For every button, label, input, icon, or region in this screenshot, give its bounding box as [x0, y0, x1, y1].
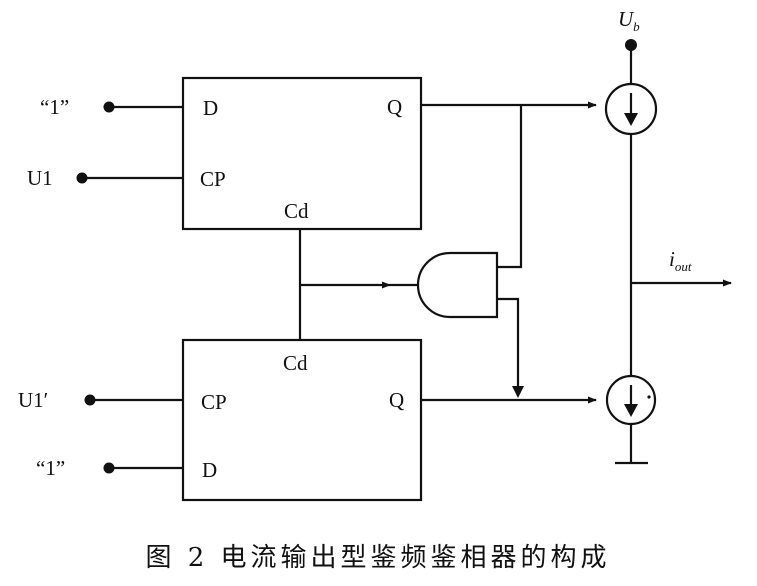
lower-source-dot	[647, 395, 651, 399]
wire-q-top-to-and	[497, 105, 523, 269]
pin-d-top: D	[203, 96, 218, 120]
label-u1: U1	[27, 166, 53, 190]
pin-d-bottom: D	[202, 458, 217, 482]
pin-cd-bottom: Cd	[283, 351, 308, 375]
top-flipflop-box	[181, 76, 423, 231]
label-supply: Ub	[618, 7, 640, 34]
label-u1-prime: U1′	[18, 388, 48, 412]
figure-caption: 图 2 电流输出型鉴频鉴相器的构成	[145, 543, 610, 573]
pin-q-top: Q	[387, 95, 402, 119]
label-one-bottom: “1”	[36, 456, 65, 480]
pin-q-bottom: Q	[389, 388, 404, 412]
pin-cd-top: Cd	[284, 199, 309, 223]
arrow-into-q-bottom	[512, 386, 524, 398]
and-gate	[416, 251, 499, 319]
label-output: iout	[669, 247, 692, 274]
pin-cp-bottom: CP	[201, 390, 227, 414]
lower-source-arrow-head	[624, 404, 638, 417]
upper-source-arrow-head	[624, 113, 638, 126]
pin-cp-top: CP	[200, 167, 226, 191]
bottom-flipflop-box	[181, 338, 423, 502]
wire-and-to-q-bottom	[497, 297, 520, 391]
label-one-top: “1”	[40, 95, 69, 119]
